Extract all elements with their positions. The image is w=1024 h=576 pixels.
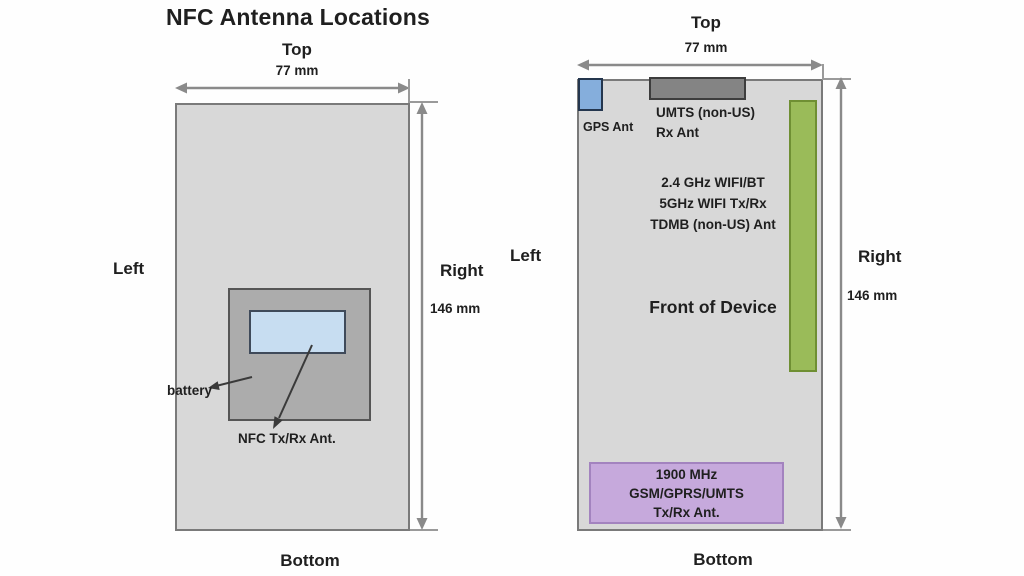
- left-diagram-left-label: Left: [113, 259, 145, 278]
- umts-antenna-label-line1: UMTS (non-US): [656, 105, 755, 120]
- gps-antenna-label: GPS Ant: [583, 120, 634, 134]
- wifi-antenna-label: 2.4 GHz WIFI/BT 5GHz WIFI Tx/Rx TDMB (no…: [613, 172, 813, 235]
- right-bottom-extension-line: [823, 529, 851, 531]
- left-diagram-top-label: Top: [282, 40, 312, 59]
- cellular-antenna-label-line3: Tx/Rx Ant.: [653, 504, 720, 520]
- left-top-extension-line: [410, 101, 438, 103]
- cellular-antenna-label-line1: 1900 MHz: [655, 466, 718, 482]
- right-phone-outline: [577, 79, 823, 531]
- left-diagram-right-label: Right: [440, 261, 484, 280]
- umts-antenna-label-line2: Rx Ant: [656, 125, 699, 140]
- right-diagram-width-dimension: 77 mm: [684, 40, 728, 55]
- right-diagram-left-label: Left: [510, 246, 542, 265]
- gps-antenna-block: [578, 78, 603, 111]
- left-dim-extension-tick: [408, 79, 410, 103]
- cellular-antenna-label-line2: GSM/GPRS/UMTS: [629, 485, 744, 501]
- nfc-antenna-label: NFC Tx/Rx Ant.: [238, 431, 336, 446]
- front-of-device-label: Front of Device: [649, 297, 777, 317]
- nfc-antenna-block: [249, 310, 346, 354]
- right-diagram-top-label: Top: [691, 13, 721, 32]
- right-diagram-right-label: Right: [858, 247, 902, 266]
- nfc-callout-arrow-icon: [273, 344, 313, 429]
- page-title: NFC Antenna Locations: [165, 4, 431, 30]
- battery-callout-arrow-icon: [208, 376, 253, 390]
- cellular-antenna-block: 1900 MHz GSM/GPRS/UMTS Tx/Rx Ant.: [589, 462, 784, 524]
- right-diagram-height-dimension: 146 mm: [847, 288, 898, 303]
- left-height-dimension-arrow-icon: [416, 102, 428, 530]
- right-diagram-bottom-label: Bottom: [693, 550, 753, 569]
- right-height-dimension-arrow-icon: [835, 77, 847, 529]
- left-bottom-extension-line: [410, 529, 438, 531]
- left-diagram-height-dimension: 146 mm: [430, 301, 481, 316]
- umts-antenna-block: [649, 77, 746, 100]
- wifi-antenna-label-line2: 5GHz WIFI Tx/Rx: [659, 196, 767, 211]
- right-width-dimension-arrow-icon: [577, 59, 823, 71]
- battery-label: battery: [167, 383, 213, 398]
- wifi-antenna-block: [789, 100, 817, 372]
- right-dim-extension-tick: [822, 64, 824, 80]
- left-diagram-width-dimension: 77 mm: [275, 63, 319, 78]
- right-top-extension-line: [823, 78, 851, 80]
- left-width-dimension-arrow-icon: [175, 82, 410, 94]
- wifi-antenna-label-line3: TDMB (non-US) Ant: [650, 217, 776, 232]
- wifi-antenna-label-line1: 2.4 GHz WIFI/BT: [661, 175, 765, 190]
- left-diagram-bottom-label: Bottom: [280, 551, 340, 570]
